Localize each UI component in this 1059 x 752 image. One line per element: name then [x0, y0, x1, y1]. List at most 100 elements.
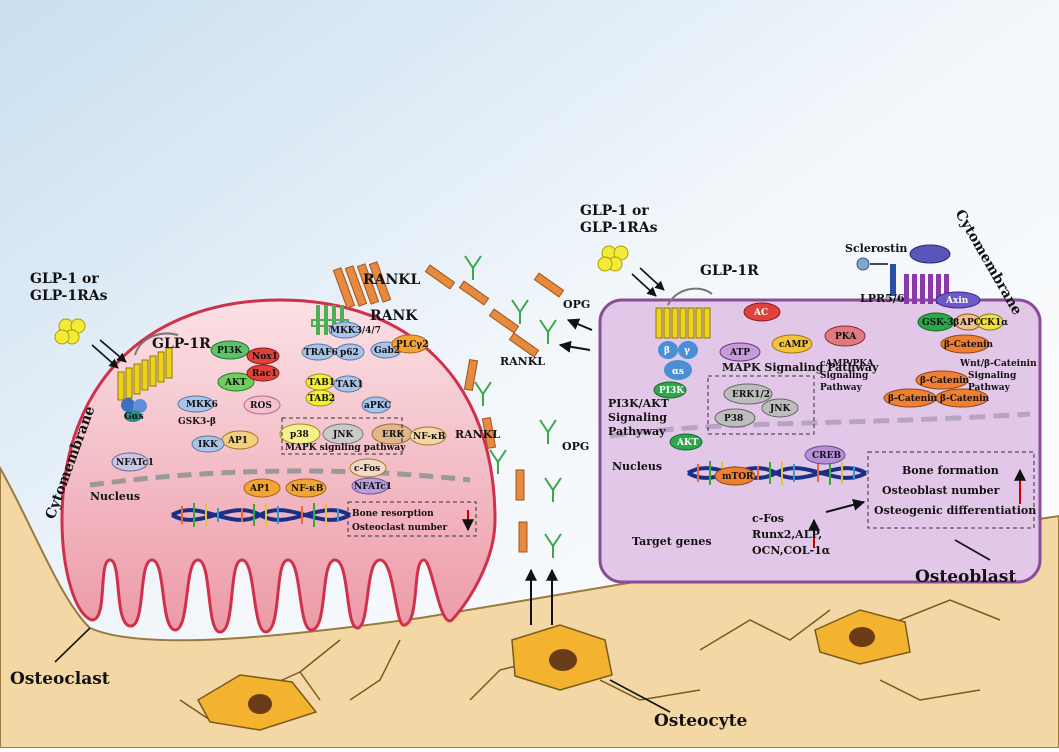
osteoblast-nodes — [653, 291, 1004, 486]
rankl-label-left: RANKL — [363, 272, 420, 288]
glp1r-receptor-right — [655, 287, 713, 339]
node-pka: PKA — [835, 332, 857, 342]
osteoclast-nodes — [111, 321, 447, 498]
node-atp: ATP — [729, 348, 750, 358]
node-p38-left: p38 — [290, 430, 309, 440]
mapk-pathway-label-left: MAPK signling pathway — [285, 443, 406, 453]
wnt-pathway-3: Pathway — [968, 383, 1011, 393]
node-erk-left: ERK — [382, 430, 405, 440]
node-akt-right: AKT — [676, 438, 699, 448]
node-ap1-left: AP1 — [227, 436, 248, 446]
osteoblast-pointer — [954, 539, 991, 561]
pi3k-akt-pathway-2: Signaling — [608, 411, 667, 424]
node-jnk-left: JNK — [332, 430, 354, 440]
osteoclast-pointer — [54, 627, 91, 663]
node-pi3k-right: PI3K — [659, 386, 685, 396]
opg-label-mid: OPG — [562, 440, 589, 453]
arrow-opg-out — [566, 318, 593, 331]
lpr56-receptor — [890, 264, 949, 304]
node-ros: ROS — [250, 401, 272, 411]
node-mtor: mTOR — [722, 472, 754, 482]
osteocyte-pointer — [609, 679, 671, 713]
osteocyte-cells — [196, 609, 911, 731]
node-pi3k-left: PI3K — [217, 346, 243, 356]
rankl-rods — [424, 264, 565, 553]
wnt-pathway-1: Wnt/β-Cateinin — [959, 359, 1037, 369]
node-tak1: TAK1 — [336, 380, 363, 390]
arrow-ligand-right-2 — [639, 267, 665, 291]
node-apkc: aPKC — [364, 401, 391, 411]
node-plcg2: PLCγ2 — [396, 340, 428, 350]
arrow-ligand-right-1 — [631, 273, 657, 297]
node-nfkb-left: NF-κB — [413, 432, 446, 442]
node-creb: CREB — [812, 451, 842, 461]
node-bcat-3: β-Catenin — [888, 394, 938, 404]
glp1-ligand-left — [54, 318, 86, 345]
rankl-label-mid-top: RANKL — [500, 355, 545, 368]
glp1r-label-left: GLP-1R — [152, 336, 211, 352]
gene-1: c-Fos — [752, 512, 784, 525]
node-gsk3b-left: GSK3-β — [178, 417, 216, 427]
node-ap1-nucleus: AP1 — [249, 484, 270, 494]
node-traf6: TRAF6 — [304, 348, 338, 358]
nucleus-label-right: Nucleus — [612, 460, 662, 473]
node-p38-right: P38 — [724, 414, 743, 424]
wnt-pathway-2: Signaling — [968, 371, 1017, 381]
node-ck1a: CK1α — [980, 318, 1008, 328]
camp-pka-pathway-1: cAMP/PKA — [820, 359, 875, 369]
node-bcat-1: β-Catenin — [944, 340, 994, 350]
glp1-ligand-right — [597, 245, 629, 272]
osteoblast-cell — [598, 298, 1042, 584]
node-apc: APC — [959, 318, 981, 328]
node-ac: AC — [753, 308, 768, 318]
wnt-node — [909, 244, 951, 264]
opg-molecules — [464, 255, 562, 558]
osteocyte-label: Osteocyte — [654, 711, 747, 731]
glp1r-label-right: GLP-1R — [700, 263, 759, 279]
pi3k-akt-pathway-3: Pathyway — [608, 425, 666, 438]
node-camp: cAMP — [779, 340, 808, 350]
dna-helix-right — [686, 461, 867, 485]
gene-3: OCN,COL-1α — [752, 544, 831, 557]
osteoclast-label: Osteoclast — [10, 669, 110, 689]
node-tab1: TAB1 — [308, 378, 335, 388]
osteoblast-outcome-box — [867, 451, 1035, 529]
sclerostin-label: Sclerostin — [845, 242, 907, 255]
node-gas-left: Gαs — [124, 412, 144, 422]
osteoblast-label: Osteoblast — [915, 567, 1016, 587]
osteoclast-nuclear-membrane — [89, 468, 471, 488]
mapk-pathway-label-right: MAPK Signaling Pathway — [722, 361, 879, 374]
outcome-osteoclast-number: Osteoclast number — [352, 523, 448, 533]
node-rac1: Rac1 — [252, 369, 277, 379]
rank-label: RANK — [370, 308, 418, 324]
node-beta: β — [664, 346, 670, 356]
camp-pka-pathway-2: Signaling — [820, 371, 869, 381]
osteoclast-outcome-box — [347, 501, 477, 537]
arrow-ligand-left-1 — [91, 344, 119, 369]
node-ikk: IKK — [198, 440, 219, 450]
outcome-bone-resorption: Bone resorption — [352, 509, 434, 519]
node-alpha: αs — [672, 367, 684, 377]
rankl-ligand-stack — [332, 261, 392, 309]
osteoblast-nuclear-membrane — [609, 411, 1031, 439]
pi3k-akt-pathway-1: PI3K/AKT — [608, 397, 670, 410]
node-gsk3b-right: GSK-3β — [922, 318, 959, 328]
sclerostin-node — [856, 257, 870, 271]
node-nfatc1-nucleus: NFATc1 — [354, 482, 392, 492]
node-p62: p62 — [340, 348, 359, 358]
gene-2: Runx2,ALP, — [752, 528, 822, 541]
node-axin: Axin — [945, 296, 969, 306]
node-akt-left: AKT — [224, 378, 247, 388]
target-genes-label: Target genes — [632, 535, 712, 548]
arrow-to-outcome — [825, 498, 866, 513]
node-nfkb-nucleus: NF-κB — [291, 484, 324, 494]
node-jnk-right: JNK — [769, 404, 791, 414]
node-bcat-2: β-Catenin — [920, 376, 970, 386]
node-mkk: MKK3/4/7 — [330, 326, 381, 336]
outcome-osteogenic-diff: Osteogenic differentiation — [874, 504, 1036, 517]
node-gamma: γ — [684, 346, 690, 356]
osteoclast-cell — [60, 298, 497, 634]
